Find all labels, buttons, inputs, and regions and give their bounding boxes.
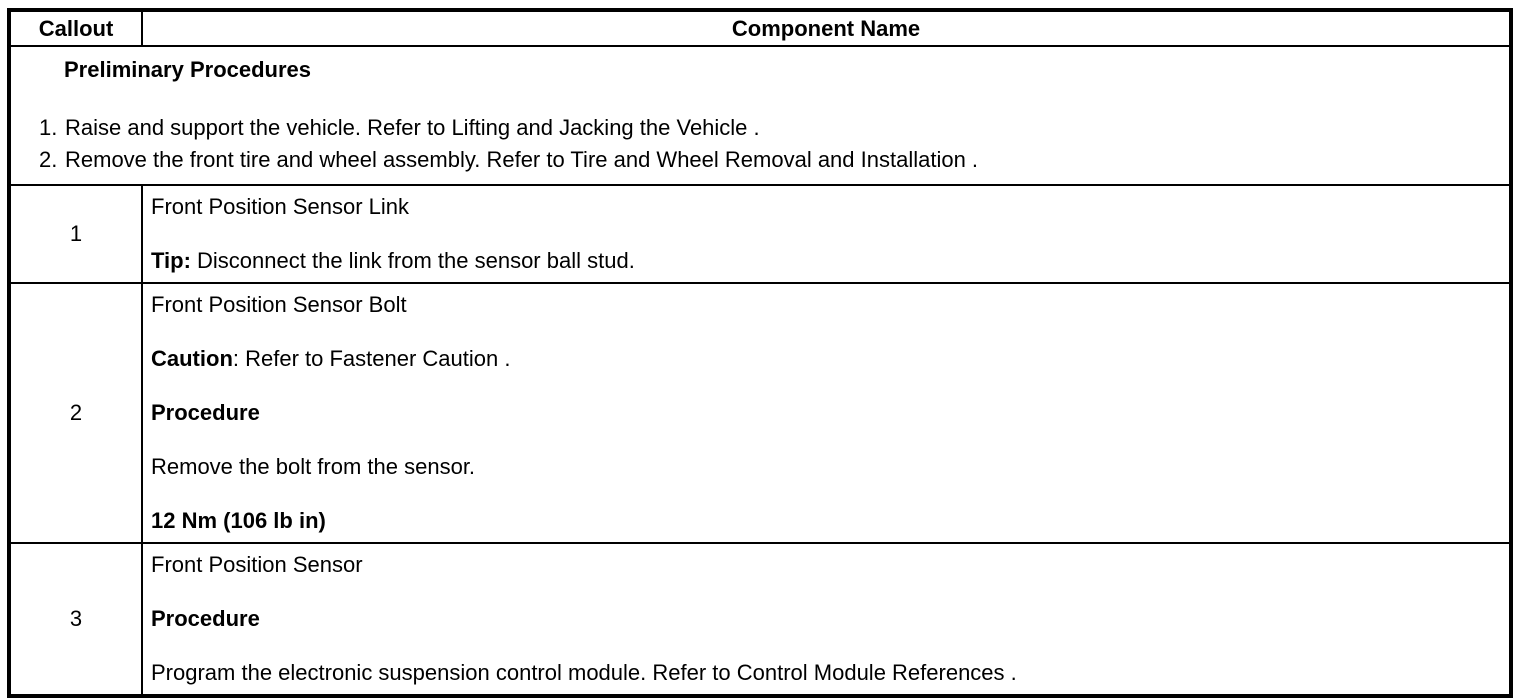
tip-text: Tip: Disconnect the link from the sensor…	[151, 248, 1497, 274]
step-text: Raise and support the vehicle. Refer to …	[65, 115, 760, 140]
procedure-step-text: Remove the bolt from the sensor.	[151, 454, 1497, 480]
component-description-cell: Front Position Sensor Link Tip: Disconne…	[141, 184, 1512, 284]
procedure-heading: Procedure	[151, 606, 1497, 632]
preliminary-procedures-title: Preliminary Procedures	[64, 57, 312, 82]
callout-number: 1	[8, 184, 143, 284]
component-table: Callout Component Name Preliminary Proce…	[7, 8, 1513, 698]
text-run: Disconnect the link from the sensor ball…	[190, 248, 635, 273]
bold-run: Tip:	[151, 248, 191, 273]
procedure-step-text: Program the electronic suspension contro…	[151, 660, 1497, 686]
component-name-column-header: Component Name	[141, 9, 1512, 47]
callout-number: 2	[8, 282, 143, 544]
callout-column-header: Callout	[8, 9, 143, 47]
table-row: 2 Front Position Sensor Bolt Caution: Re…	[8, 282, 1512, 544]
callout-number: 3	[8, 542, 143, 697]
table-header-row: Callout Component Name	[8, 9, 1512, 47]
text-run: Front Position Sensor	[151, 552, 363, 577]
preliminary-procedures-row: Preliminary Procedures 1. Raise and suppo…	[8, 45, 1512, 186]
component-description-cell: Front Position Sensor Procedure Program …	[141, 542, 1512, 697]
bold-run: Procedure	[151, 400, 260, 425]
text-run: Front Position Sensor Bolt	[151, 292, 407, 317]
list-item: 1. Raise and support the vehicle. Refer t…	[21, 112, 1499, 144]
step-number: 1.	[39, 115, 58, 140]
torque-spec-text: 12 Nm (106 lb in)	[151, 508, 1497, 534]
table-row: 1 Front Position Sensor Link Tip: Discon…	[8, 184, 1512, 284]
step-number: 2.	[39, 147, 58, 172]
text-run: Program the electronic suspension contro…	[151, 660, 1017, 685]
text-run: Front Position Sensor Link	[151, 194, 410, 219]
procedure-heading: Procedure	[151, 400, 1497, 426]
table-row: 3 Front Position Sensor Procedure Progra…	[8, 542, 1512, 697]
preliminary-procedures-cell: Preliminary Procedures 1. Raise and suppo…	[8, 45, 1512, 186]
bold-run: Procedure	[151, 606, 260, 631]
step-text: Remove the front tire and wheel assembly…	[65, 147, 979, 172]
bold-run: 12 Nm (106 lb in)	[151, 508, 326, 533]
list-item: 2. Remove the front tire and wheel assemb…	[21, 144, 1499, 176]
component-name-text: Front Position Sensor	[151, 552, 1497, 578]
bold-run: Caution	[151, 346, 233, 371]
component-description-cell: Front Position Sensor Bolt Caution: Refe…	[141, 282, 1512, 544]
text-run: Remove the bolt from the sensor.	[151, 454, 476, 479]
component-name-text: Front Position Sensor Bolt	[151, 292, 1497, 318]
preliminary-steps-list: 1. Raise and support the vehicle. Refer t…	[21, 112, 1499, 176]
component-name-text: Front Position Sensor Link	[151, 194, 1497, 220]
text-run: : Refer to Fastener Caution .	[232, 346, 511, 371]
caution-text: Caution: Refer to Fastener Caution .	[151, 346, 1497, 372]
